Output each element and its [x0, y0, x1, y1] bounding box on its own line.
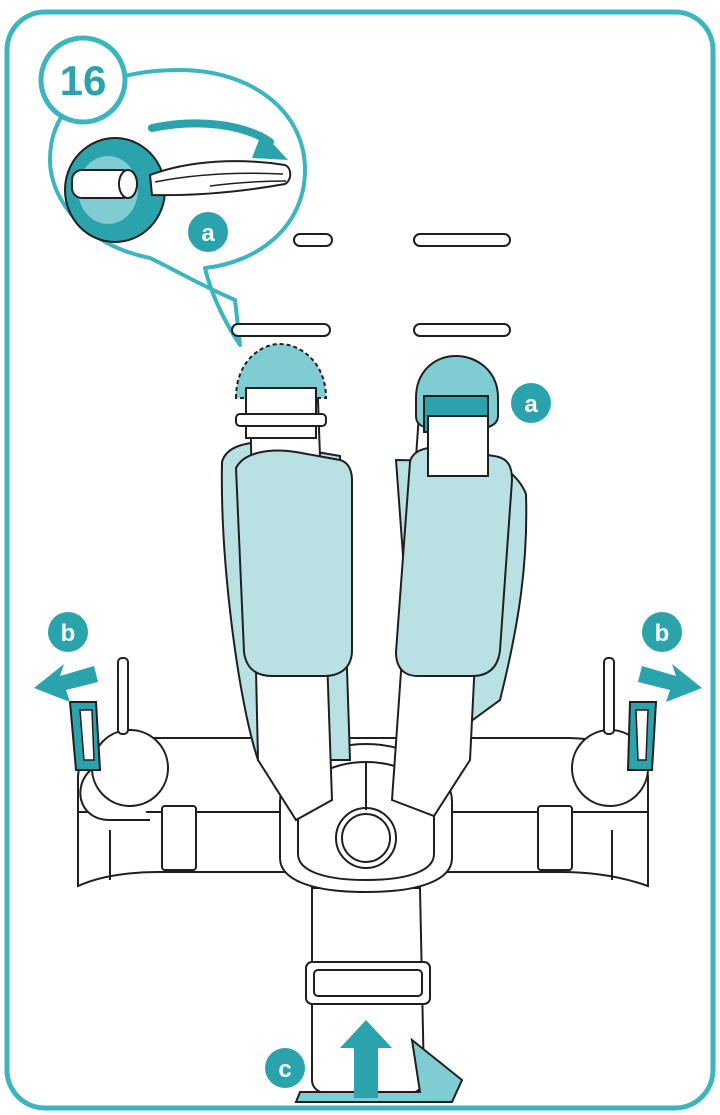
marker-a-label: a — [524, 391, 538, 418]
detail-callout: 16 a — [38, 35, 307, 347]
marker-b-left-label: b — [61, 620, 76, 647]
crotch-tab — [294, 1037, 464, 1103]
marker-a-callout-label: a — [201, 220, 215, 247]
marker-b-right — [642, 612, 682, 652]
marker-b-left — [48, 612, 88, 652]
harness-assembly — [68, 342, 658, 1103]
step-markers: a b b c — [48, 383, 682, 1088]
marker-c-label: c — [278, 1056, 291, 1083]
direction-arrows — [34, 664, 702, 1098]
right-shoulder-pad — [394, 446, 514, 677]
harness-slots — [231, 233, 511, 337]
marker-a — [511, 383, 551, 423]
marker-c — [265, 1048, 305, 1088]
left-shoulder-pad — [234, 449, 353, 677]
left-anchor-disk — [234, 342, 328, 399]
step-number: 16 — [60, 57, 107, 104]
zoomed-strap-anchor — [64, 119, 292, 243]
marker-b-right-label: b — [655, 620, 670, 647]
arrow-left-icon — [34, 664, 98, 702]
marker-a-callout — [188, 212, 228, 252]
release-button — [335, 807, 397, 869]
arrow-right-icon — [638, 664, 702, 702]
arrow-up-icon — [340, 1020, 392, 1098]
step-badge — [38, 35, 128, 125]
